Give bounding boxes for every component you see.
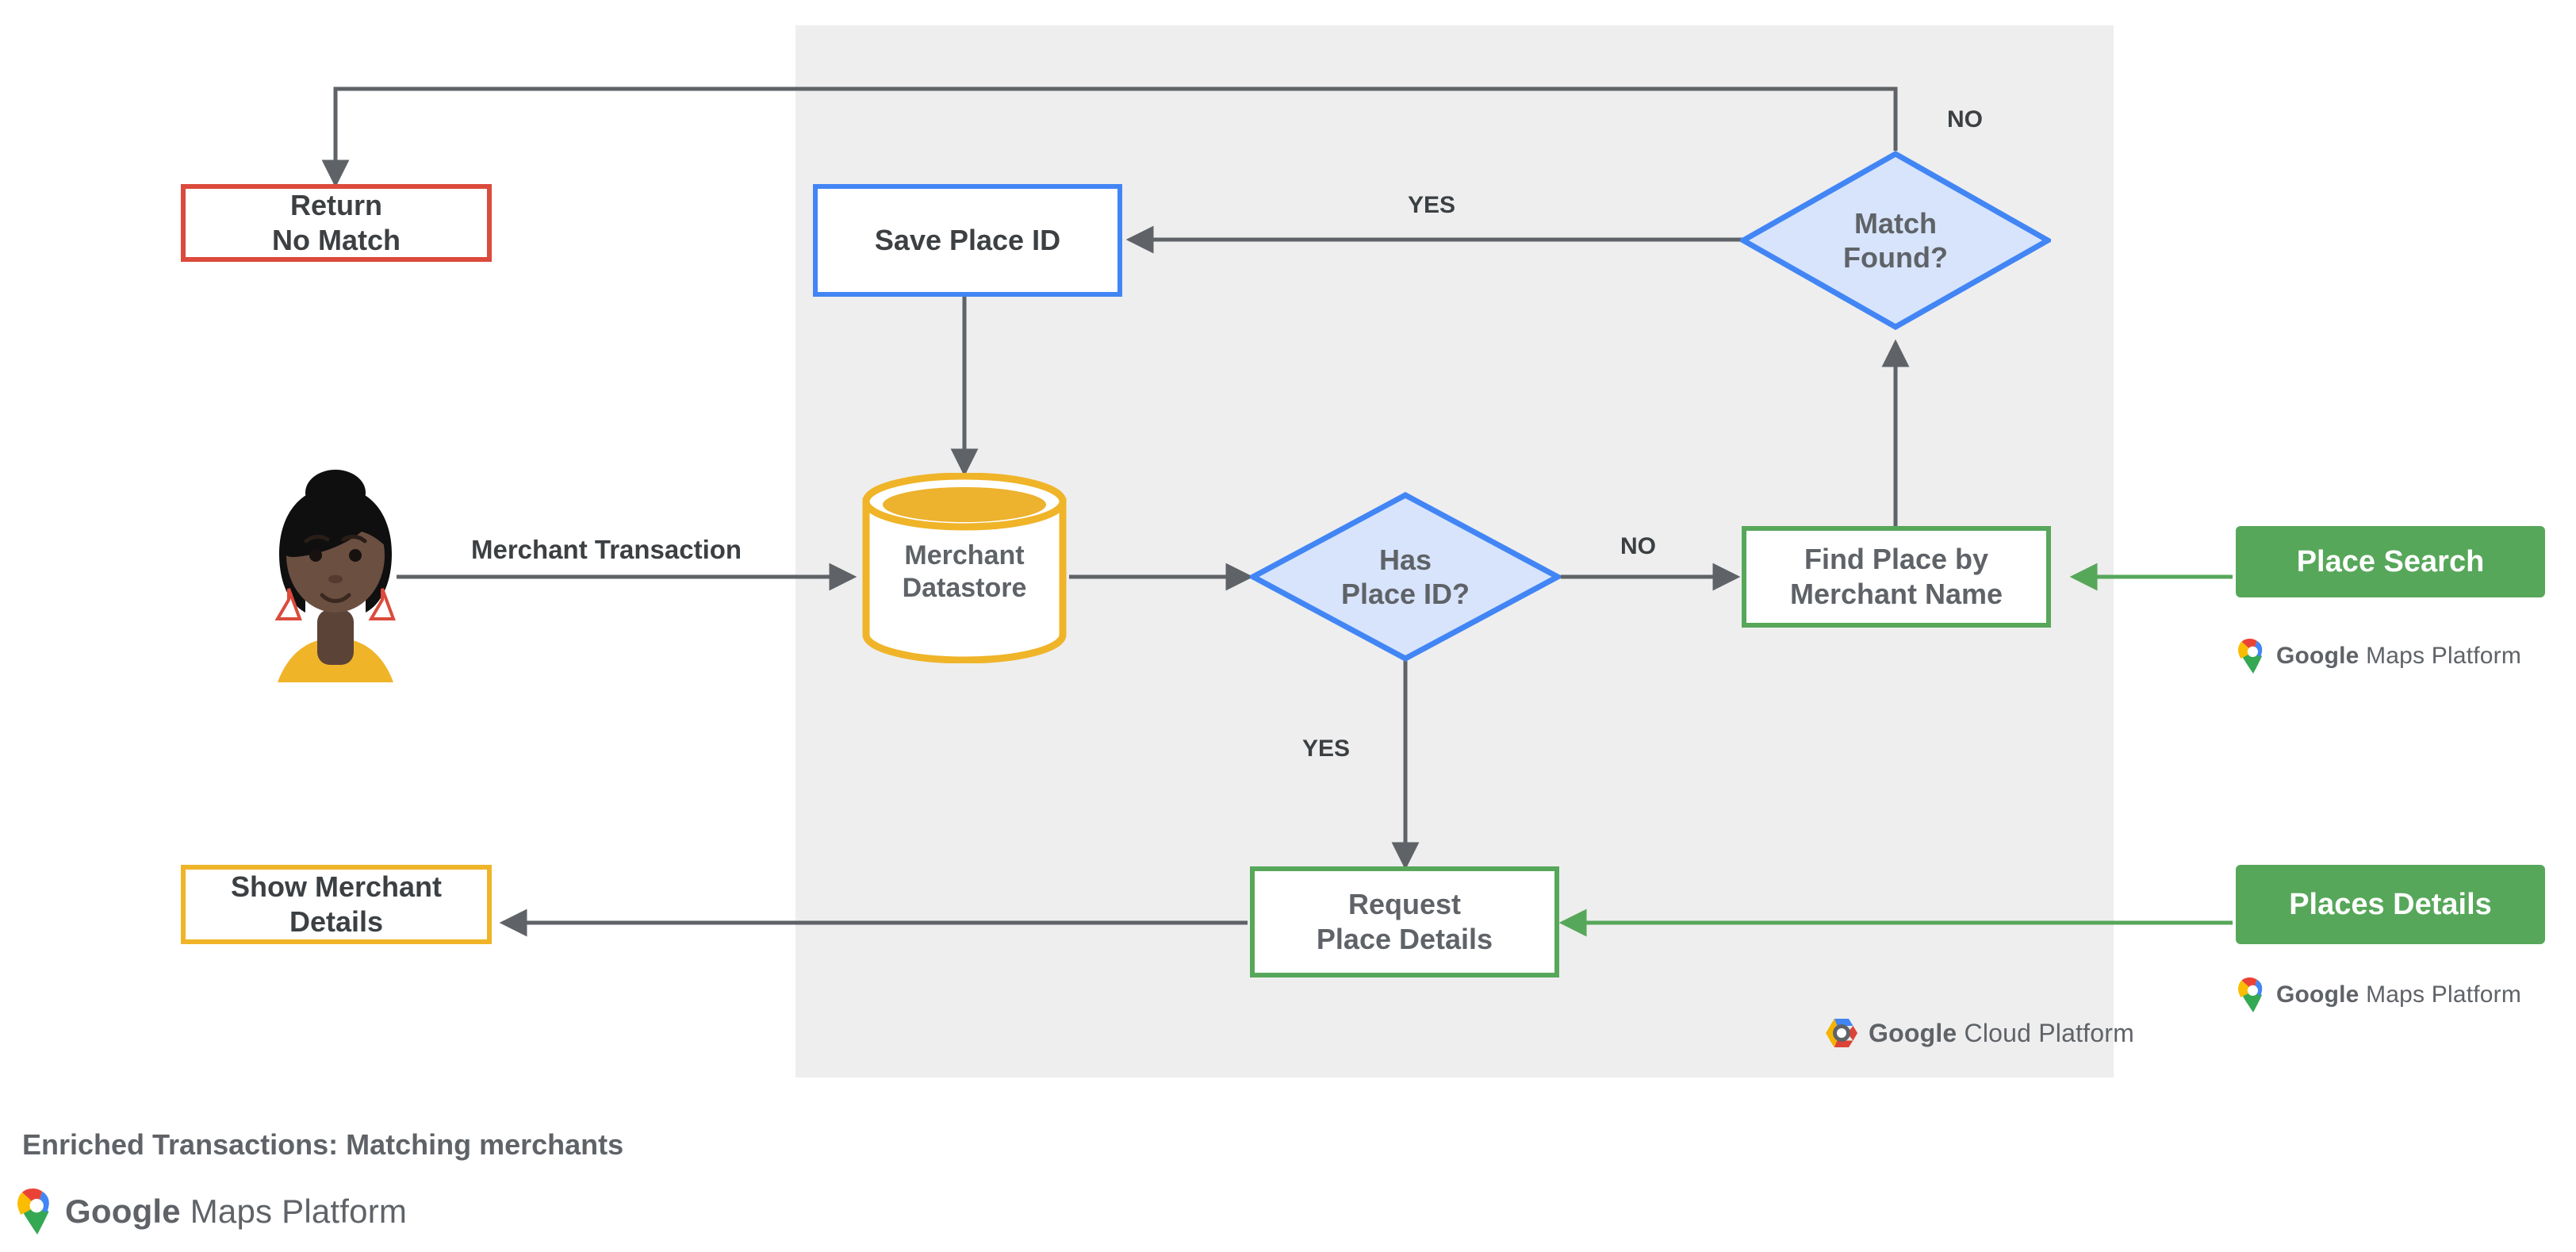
place-search-maps-lockup-top: Google Maps Platform xyxy=(2238,639,2521,674)
google-cloud-platform-lockup: Google Cloud Platform xyxy=(1824,1017,2134,1049)
node-has-place-id-label: Has Place ID? xyxy=(1340,543,1470,610)
node-has-place-id[interactable]: Has Place ID? xyxy=(1250,492,1561,662)
node-match-found[interactable]: Match Found? xyxy=(1740,151,2051,330)
diamond-shape xyxy=(1740,151,2051,330)
node-request-place-details-label: Request Place Details xyxy=(1316,888,1493,955)
node-save-place-id[interactable]: Save Place ID xyxy=(813,184,1122,297)
google-cloud-platform-logo xyxy=(1826,1019,1857,1047)
node-find-place-by-merchant-name-label: Find Place by Merchant Name xyxy=(1789,543,2003,610)
node-return-no-match-label: Return No Match xyxy=(272,189,401,256)
merchant-customer-avatar xyxy=(274,470,396,682)
node-place-search[interactable]: Place Search xyxy=(2236,526,2545,597)
node-places-details-label: Places Details xyxy=(2289,887,2492,921)
node-find-place-by-merchant-name[interactable]: Find Place by Merchant Name xyxy=(1742,526,2051,628)
diamond-shape xyxy=(1250,492,1561,662)
node-match-found-label: Match Found? xyxy=(1843,206,1948,274)
caption-maps-lockup: Google Maps Platform xyxy=(17,1189,407,1235)
google-maps-platform-pin-icon xyxy=(17,1189,49,1235)
datastore-cylinder-shape xyxy=(862,472,1067,664)
node-return-no-match[interactable]: Return No Match xyxy=(181,184,492,262)
google-maps-platform-pin-icon xyxy=(2238,977,2263,1012)
edge-label-merchant-transaction: Merchant Transaction xyxy=(471,535,742,564)
node-merchant-datastore[interactable]: Merchant Datastore xyxy=(859,472,1070,664)
node-save-place-id-label: Save Place ID xyxy=(874,224,1061,257)
caption-lockup-text: Google Maps Platform xyxy=(65,1192,408,1230)
maps-lockup-text: Google Maps Platform xyxy=(2276,643,2522,669)
diagram-caption: Enriched Transactions: Matching merchant… xyxy=(22,1128,624,1161)
node-show-merchant-details-label: Show Merchant Details xyxy=(230,870,443,938)
edge-label-has-place-id-yes: YES xyxy=(1302,735,1351,762)
edge-label-match-found-no: NO xyxy=(1947,106,1983,132)
edge-label-match-found-yes: YES xyxy=(1408,192,1456,218)
node-merchant-datastore-label: Merchant Datastore xyxy=(902,540,1027,603)
edge-label-has-place-id-no: NO xyxy=(1620,533,1656,559)
gcp-lockup-text: Google Cloud Platform xyxy=(1869,1018,2134,1047)
node-request-place-details[interactable]: Request Place Details xyxy=(1250,866,1559,977)
place-search-maps-lockup: Google Maps Platform xyxy=(2238,977,2521,1012)
node-place-search-label: Place Search xyxy=(2296,544,2485,578)
google-maps-platform-pin-icon xyxy=(2238,639,2263,674)
node-places-details[interactable]: Places Details xyxy=(2236,865,2545,944)
node-show-merchant-details[interactable]: Show Merchant Details xyxy=(181,865,492,944)
maps-lockup-text: Google Maps Platform xyxy=(2276,981,2522,1008)
